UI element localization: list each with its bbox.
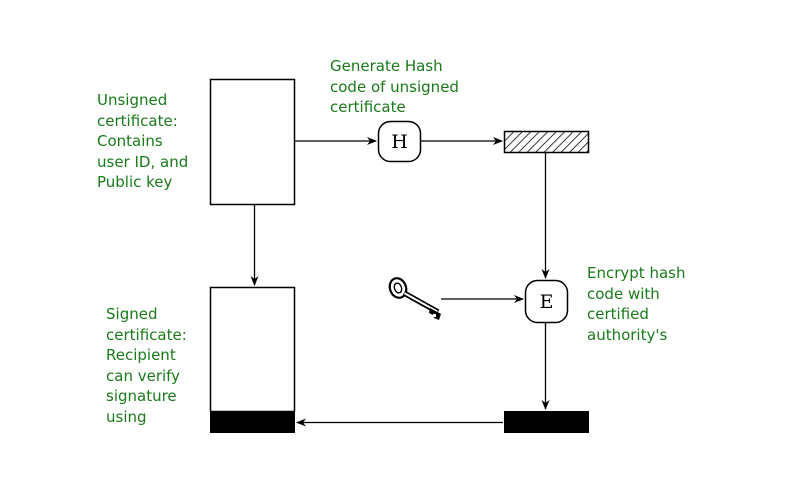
encrypt-hash-label: Encrypt hash code with certified authori… [587,264,686,344]
hash-function-label: H [391,131,408,153]
encrypt-function-node: E [524,279,569,324]
hash-function-node: H [377,120,422,163]
hash-code-block [503,130,590,154]
attached-signature-block [210,411,295,433]
signed-certificate-box [209,286,296,433]
signed-certificate-label: Signed certificate: Recipient can verify… [106,305,187,426]
key-icon [388,277,441,320]
encrypted-signature-block [504,411,589,433]
unsigned-certificate-label: Unsigned certificate: Contains user ID, … [97,91,189,191]
unsigned-certificate-box [209,78,296,206]
generate-hash-label: Generate Hash code of unsigned certifica… [330,57,459,116]
encrypt-function-label: E [540,291,554,313]
